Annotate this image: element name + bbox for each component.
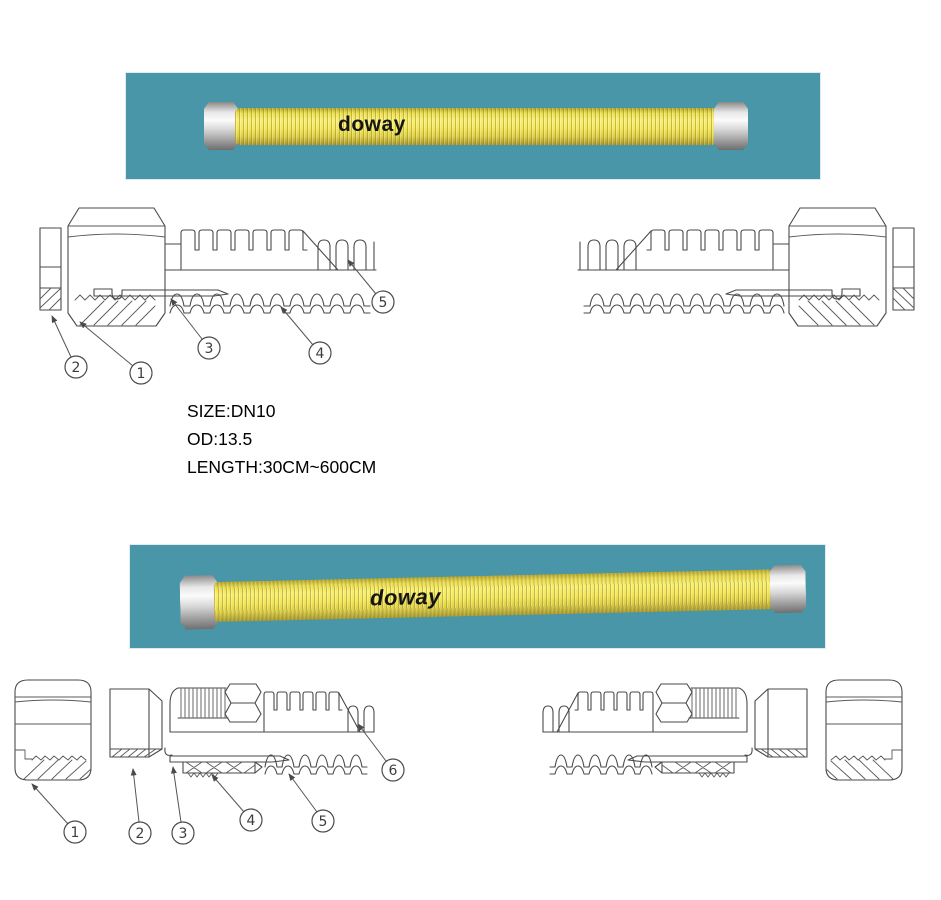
hose-tube <box>235 108 717 145</box>
spec-od: OD:13.5 <box>187 429 253 449</box>
callout-4: 4 <box>308 341 332 365</box>
svg-text:2: 2 <box>136 826 145 842</box>
callout-3: 3 <box>171 821 195 845</box>
svg-text:4: 4 <box>247 813 256 829</box>
callouts-bottom-left: 1 2 3 4 5 6 <box>31 723 405 845</box>
svg-text:4: 4 <box>316 346 325 362</box>
diagram-bottom-right <box>542 679 903 781</box>
product-photo-top: doway <box>126 73 820 179</box>
hex-nut-right <box>769 565 806 614</box>
callout-1: 1 <box>63 820 87 844</box>
svg-text:3: 3 <box>205 341 214 357</box>
hex-nut-left <box>179 575 218 630</box>
spec-block: SIZE:DN10 OD:13.5 LENGTH:30CM~600CM <box>187 397 376 481</box>
hose-assembly: doway <box>129 537 826 656</box>
callout-5: 5 <box>311 809 335 833</box>
callout-6: 6 <box>381 758 405 782</box>
spec-size: SIZE:DN10 <box>187 401 276 421</box>
diagram-top-left: 1 2 3 4 5 <box>39 207 395 385</box>
callouts-top-left: 1 2 3 4 5 <box>51 259 395 385</box>
diagram-bottom-left: 1 2 3 4 5 6 <box>14 679 405 845</box>
callout-5: 5 <box>371 290 395 314</box>
callout-2: 2 <box>128 821 152 845</box>
callout-3: 3 <box>197 336 221 360</box>
svg-text:1: 1 <box>137 366 146 382</box>
svg-text:3: 3 <box>179 826 188 842</box>
hose-tube <box>213 569 775 622</box>
hex-nut-left <box>204 102 238 150</box>
svg-text:6: 6 <box>389 763 398 779</box>
product-photo-bottom: doway <box>130 545 825 648</box>
brand-label: doway <box>338 113 406 136</box>
callout-4: 4 <box>239 808 263 832</box>
callout-1: 1 <box>129 361 153 385</box>
spec-length: LENGTH:30CM~600CM <box>187 457 377 477</box>
svg-text:5: 5 <box>319 814 328 830</box>
svg-text:5: 5 <box>379 295 388 311</box>
hex-nut-right <box>714 102 748 150</box>
brand-label: doway <box>369 583 442 611</box>
callout-2: 2 <box>64 355 88 379</box>
diagram-top-right <box>577 207 915 327</box>
svg-text:2: 2 <box>72 360 81 376</box>
svg-text:1: 1 <box>71 825 80 841</box>
